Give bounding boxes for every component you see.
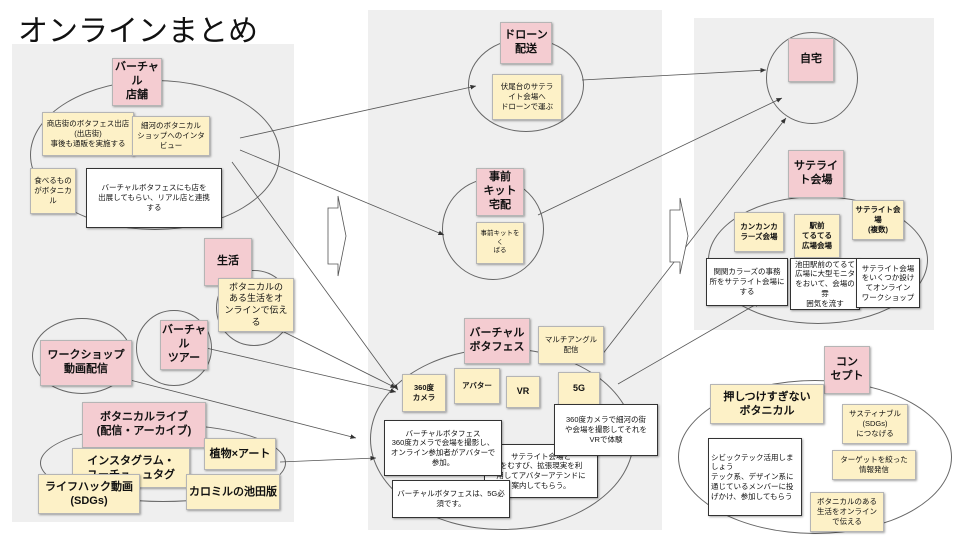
camera-360-note: 360度 カメラ: [402, 374, 446, 412]
satellite-label: サテライ ト会場: [788, 150, 844, 198]
kankan-office-note: 関関カラーズの事務 所をサテライト会場に する: [706, 258, 788, 306]
arrow-kit-to-home: [537, 97, 783, 216]
arrow-botafes-to-satellite: [617, 301, 761, 385]
virtual-store-label: バーチャル 店舗: [112, 58, 162, 106]
multi-angle-note: マルチアングル 配信: [538, 326, 604, 364]
chevron-right-icon: [669, 197, 689, 275]
arrow-tour-to-botafes: [205, 347, 397, 394]
camera-vr-note: 360度カメラで細河の街 や会場を撮影してそれを VRで体験: [554, 404, 658, 456]
avatar-note: アバター: [454, 368, 500, 404]
virtual-tour-label: バーチャ ル ツアー: [160, 320, 208, 370]
plant-art-note: 植物×アート: [204, 438, 276, 470]
virtual-botafes-label: バーチャル ボタフェス: [464, 318, 530, 364]
sustainable-note: サスティナブル (SDGs) につなげる: [842, 404, 908, 444]
store-note-edible: 食べるもの がボタニカ ル: [30, 168, 76, 214]
calomil-note: カロミルの池田版: [186, 474, 280, 510]
botanical-live-label: ボタニカルライブ (配信・アーカイブ): [82, 402, 206, 448]
home-ellipse: [766, 32, 858, 124]
concept-main-note: 押しつけすぎない ボタニカル: [710, 384, 824, 424]
arrow-store-to-drone: [239, 84, 477, 139]
store-note-shopping-street: 商店街のボタフェス出店(出店街) 事後も通販を実施する: [42, 112, 134, 156]
drone-label: ドローン 配送: [500, 22, 552, 64]
drone-note: 伏尾台のサテラ イト会場へ ドローンで運ぶ: [492, 74, 562, 120]
virtual-botafes-note: バーチャルボタフェス 360度カメラで会場を撮影し、 オンライン参加者がアバター…: [384, 420, 502, 476]
life-note: ボタニカルの ある生活をオ ンラインで伝え る: [218, 278, 294, 332]
multi-satellite-note: サテライト会場 をいくつか設け てオンライン ワークショップ: [856, 258, 920, 308]
arrow-botafes-to-home: [597, 117, 787, 361]
arrow-drone-to-home: [581, 67, 767, 81]
satellite-plural-note: サテライト会 場 (複数): [852, 200, 904, 240]
home-label: 自宅: [788, 38, 834, 82]
kit-note: 事前キットをく ばる: [476, 222, 524, 264]
5g-required-note: バーチャルボタフェスは、5G必 須です。: [392, 480, 510, 518]
store-note-coordination: バーチャルボタフェスにも店を 出展してもらい、リアル店と連携 する: [86, 168, 222, 228]
kankan-note: カンカンカ ラーズ会場: [734, 212, 784, 252]
page-title: オンラインまとめ: [18, 15, 258, 48]
arrow-workshop-to-botafes: [129, 379, 357, 439]
vr-note: VR: [506, 376, 540, 408]
arrow-store-to-botafes: [231, 161, 399, 391]
tour-ellipse: [136, 310, 212, 386]
chevron-left-icon: [327, 195, 347, 277]
store-note-interview: 細河のボタニカル ショップへのインタ ビュー: [132, 116, 210, 156]
arrow-store-to-kit: [239, 149, 445, 236]
station-note: 駅前 てるてる 広場会場: [794, 214, 840, 258]
concept-label: コン セプト: [824, 346, 870, 394]
lifehack-note: ライフハック動画 (SDGs): [38, 474, 140, 514]
5g-note: 5G: [558, 372, 600, 406]
workshop-label: ワークショップ 動画配信: [40, 340, 132, 386]
kit-label: 事前 キット 宅配: [476, 168, 524, 216]
civic-tech-note: シビックテック活用しま しょう テック系、デザイン系に 通じているメンバーに投 …: [708, 438, 802, 516]
arrow-live-to-botafes: [279, 455, 377, 463]
concept-ellipse: [678, 380, 952, 534]
targeted-info-note: ターゲットを絞った 情報発信: [832, 450, 916, 480]
botanical-life-note: ボタニカルのある 生活をオンライン で伝える: [810, 492, 884, 532]
station-monitor-note: 池田駅前のてるて 広場に大型モニタ をおいて、会場の雰 囲気を流す: [790, 258, 860, 310]
